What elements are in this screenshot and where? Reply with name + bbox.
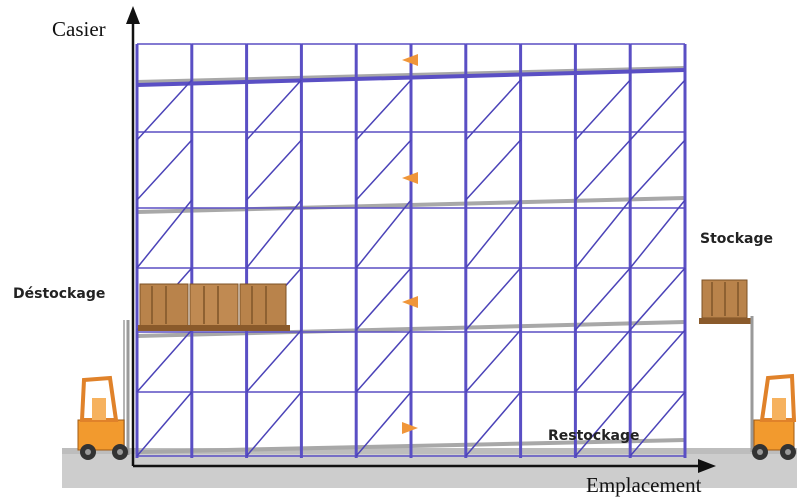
rack-brace (466, 80, 521, 140)
y-axis-arrowhead (126, 6, 140, 24)
pallet-box-icon (140, 284, 188, 326)
rack-brace (247, 80, 302, 140)
rack-brace (466, 392, 521, 456)
rack-brace (466, 268, 521, 330)
storage-rack (137, 44, 685, 458)
stockage-label: Stockage (700, 231, 773, 247)
pallet-box-right (699, 280, 752, 452)
rack-brace (137, 80, 192, 140)
rack-brace (575, 392, 630, 456)
rack-brace (356, 140, 411, 200)
rack-brace (575, 80, 630, 140)
restockage-label: Restockage (548, 428, 640, 444)
x-axis-label: Emplacement (586, 473, 702, 497)
rack-brace (356, 268, 411, 330)
rack-brace (575, 268, 630, 330)
pallet-box-icon (190, 284, 238, 326)
forklift-icon (78, 320, 128, 460)
rack-brace (466, 140, 521, 200)
rack-brace (356, 80, 411, 140)
rack-brace (575, 330, 630, 392)
rack-brace (247, 140, 302, 200)
rack-brace (630, 330, 685, 392)
rack-brace (575, 200, 630, 268)
rack-brace (466, 200, 521, 268)
rack-brace (247, 330, 302, 392)
rack-brace (247, 392, 302, 456)
y-axis-label: Casier (52, 17, 106, 41)
rack-brace (356, 330, 411, 392)
forklift-icon (752, 376, 796, 460)
rack-brace (630, 392, 685, 456)
rack-brace (466, 330, 521, 392)
rack-brace (630, 80, 685, 140)
rack-brace (137, 392, 192, 456)
rack-brace (630, 200, 685, 268)
rack-brace (137, 140, 192, 200)
destockage-label: Déstockage (13, 286, 105, 302)
rack-brace (575, 140, 630, 200)
rack-brace (137, 330, 192, 392)
pallet-box-icon (240, 284, 286, 326)
rack-brace (630, 140, 685, 200)
rack-brace (356, 200, 411, 268)
pallet-boxes-left (138, 284, 290, 331)
